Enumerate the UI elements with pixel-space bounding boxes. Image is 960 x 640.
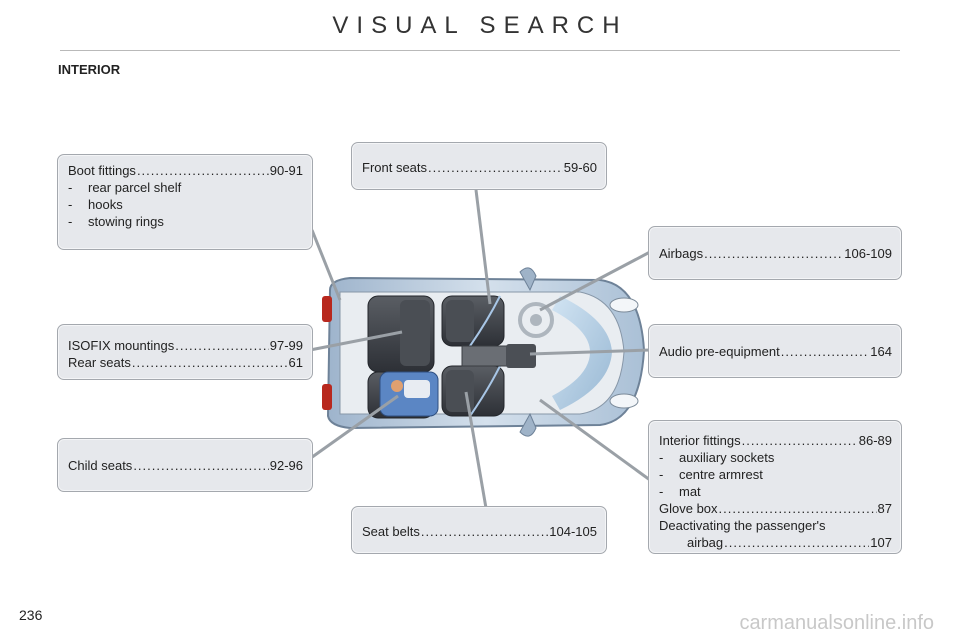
callout-isofix: ISOFIX mountings 97-99 Rear seats 61 (57, 324, 313, 380)
callout-airbags: Airbags 106-109 (648, 226, 902, 280)
seat-belts-label: Seat belts (362, 524, 420, 539)
isofix-label: ISOFIX mountings (68, 338, 175, 353)
callout-interior-fittings: Interior fittings 86-89 -auxiliary socke… (648, 420, 902, 554)
rear-seats (367, 295, 439, 419)
callout-seat-belts: Seat belts 104-105 (351, 506, 607, 554)
header-divider (60, 50, 900, 51)
list-item: -rear parcel shelf (68, 180, 182, 195)
callout-front-seats: Front seats 59-60 (351, 142, 607, 190)
interior-fittings-pages: 86-89 (858, 433, 892, 448)
airbags-label: Airbags (659, 246, 704, 261)
glove-box-label: Glove box (659, 501, 718, 516)
list-item: -mat (659, 484, 701, 499)
rear-seats-pages: 61 (288, 355, 303, 370)
front-seats-label: Front seats (362, 160, 428, 175)
callout-boot-fittings: Boot fittings 90-91 -rear parcel shelf -… (57, 154, 313, 250)
leader-lines (307, 189, 651, 509)
interior-fittings-label: Interior fittings (659, 433, 741, 448)
section-title: INTERIOR (58, 62, 121, 77)
audio-pages: 164 (870, 344, 892, 359)
seat-belts-pages: 104-105 (549, 524, 597, 539)
boot-fittings-label: Boot fittings (68, 163, 136, 178)
front-seats (441, 295, 554, 417)
front-seats-pages: 59-60 (563, 160, 597, 175)
deactivating-label: Deactivating the passenger's (659, 518, 826, 533)
page-number: 236 (19, 607, 43, 623)
audio-label: Audio pre-equipment (659, 344, 780, 359)
child-seats-label: Child seats (68, 458, 133, 473)
boot-fittings-pages: 90-91 (269, 163, 303, 178)
list-item: -auxiliary sockets (659, 450, 775, 465)
airbag-label: airbag (687, 535, 724, 550)
list-item: -centre armrest (659, 467, 763, 482)
rear-seats-label: Rear seats (68, 355, 131, 370)
boot-fittings-row: Boot fittings 90-91 (68, 162, 303, 179)
isofix-pages: 97-99 (269, 338, 303, 353)
callout-child-seats: Child seats 92-96 (57, 438, 313, 492)
callout-audio: Audio pre-equipment 164 (648, 324, 902, 378)
airbag-pages: 107 (870, 535, 892, 550)
list-item: -hooks (68, 197, 123, 212)
page-title: VISUAL SEARCH (332, 12, 628, 39)
glove-box-pages: 87 (877, 501, 892, 516)
watermark: carmanualsonline.info (739, 612, 934, 634)
airbags-pages: 106-109 (844, 246, 892, 261)
list-item: -stowing rings (68, 214, 164, 229)
child-seats-pages: 92-96 (269, 458, 303, 473)
